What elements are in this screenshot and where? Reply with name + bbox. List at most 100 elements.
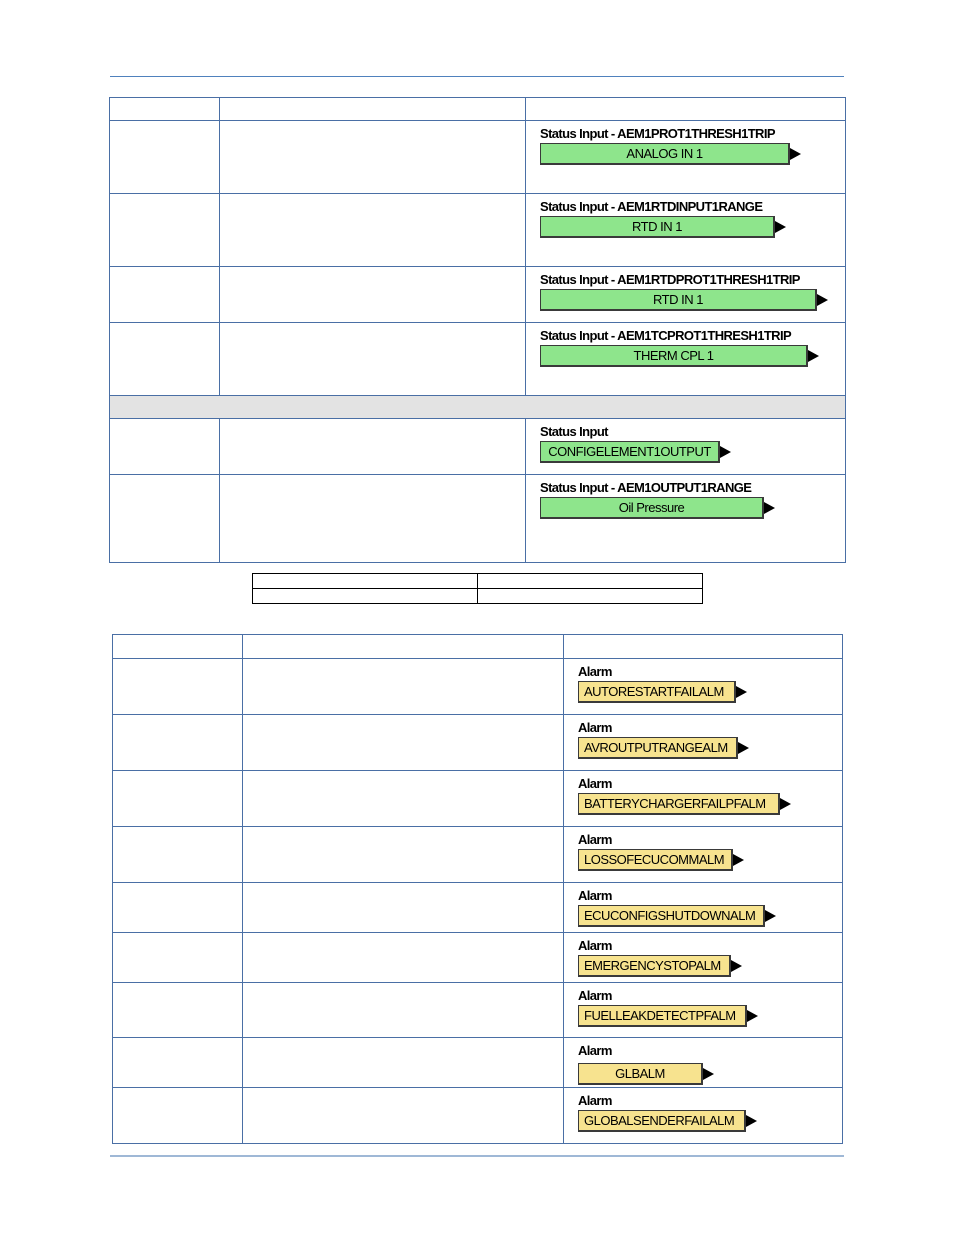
status-input-table: Status Input - AEM1PROT1THRESH1TRIP ANAL…	[109, 97, 846, 563]
logic-block-label: CONFIGELEMENT1OUTPUT	[540, 441, 720, 463]
logic-block[interactable]: Oil Pressure	[540, 497, 845, 519]
logic-symbol-cell: Alarm BATTERYCHARGERFAILPFALM	[563, 770, 843, 827]
logic-symbol-cell: Status Input - AEM1OUTPUT1RANGE Oil Pres…	[525, 474, 846, 563]
logic-block[interactable]: THERM CPL 1	[540, 345, 845, 367]
output-arrow-icon	[808, 350, 819, 362]
symbol-title: Alarm	[578, 938, 612, 953]
symbol-title: Status Input - AEM1OUTPUT1RANGE	[540, 480, 752, 495]
symbol-title: Alarm	[578, 832, 612, 847]
symbol-title: Alarm	[578, 988, 612, 1003]
alarm-block[interactable]: LOSSOFECUCOMMALM	[578, 849, 842, 871]
header-rule	[110, 76, 844, 77]
alarm-block-label: EMERGENCYSTOPALM	[578, 955, 731, 977]
output-arrow-icon	[731, 960, 742, 972]
table-row: Alarm GLBALM	[112, 1037, 843, 1088]
output-arrow-icon	[790, 148, 801, 160]
table-row: Alarm BATTERYCHARGERFAILPFALM	[112, 770, 843, 827]
table-row: Alarm LOSSOFECUCOMMALM	[112, 826, 843, 883]
output-arrow-icon	[780, 798, 791, 810]
table-row: Status Input CONFIGELEMENT1OUTPUT	[109, 418, 846, 475]
logic-symbol-cell: Status Input - AEM1TCPROT1THRESH1TRIP TH…	[525, 322, 846, 396]
alarm-table: Alarm AUTORESTARTFAILALM Alarm AVROUTPUT…	[112, 634, 843, 1144]
alarm-block-label: AUTORESTARTFAILALM	[578, 681, 736, 703]
output-arrow-icon	[738, 742, 749, 754]
table-header-row	[109, 97, 846, 121]
alarm-block-label: GLBALM	[578, 1063, 703, 1085]
symbol-title: Status Input - AEM1RTDPROT1THRESH1TRIP	[540, 272, 800, 287]
output-arrow-icon	[703, 1068, 714, 1080]
alarm-block[interactable]: BATTERYCHARGERFAILPFALM	[578, 793, 842, 815]
alarm-block-label: BATTERYCHARGERFAILPFALM	[578, 793, 780, 815]
alarm-block[interactable]: FUELLEAKDETECTPFALM	[578, 1005, 842, 1027]
logic-block-label: ANALOG IN 1	[540, 143, 790, 165]
table-row: Alarm ECUCONFIGSHUTDOWNALM	[112, 882, 843, 933]
table-row: Status Input - AEM1RTDINPUT1RANGE RTD IN…	[109, 193, 846, 267]
output-arrow-icon	[736, 686, 747, 698]
logic-symbol-cell: Alarm GLBALM	[563, 1037, 843, 1088]
symbol-title: Alarm	[578, 776, 612, 791]
output-arrow-icon	[747, 1010, 758, 1022]
logic-symbol-cell: Alarm FUELLEAKDETECTPFALM	[563, 982, 843, 1038]
table-row	[252, 573, 703, 589]
table-row: Status Input - AEM1TCPROT1THRESH1TRIP TH…	[109, 322, 846, 396]
logic-block-label: RTD IN 1	[540, 289, 817, 311]
output-arrow-icon	[720, 446, 731, 458]
table-row	[252, 588, 703, 604]
logic-symbol-cell: Status Input - AEM1PROT1THRESH1TRIP ANAL…	[525, 120, 846, 194]
symbol-title: Alarm	[578, 1043, 612, 1058]
alarm-block-label: GLOBALSENDERFAILALM	[578, 1110, 746, 1132]
alarm-block[interactable]: ECUCONFIGSHUTDOWNALM	[578, 905, 842, 927]
logic-symbol-cell: Status Input - AEM1RTDINPUT1RANGE RTD IN…	[525, 193, 846, 267]
table-row: Status Input - AEM1OUTPUT1RANGE Oil Pres…	[109, 474, 846, 563]
logic-symbol-cell: Alarm AVROUTPUTRANGEALM	[563, 714, 843, 771]
logic-symbol-cell: Alarm LOSSOFECUCOMMALM	[563, 826, 843, 883]
logic-symbol-cell: Alarm ECUCONFIGSHUTDOWNALM	[563, 882, 843, 933]
output-arrow-icon	[765, 910, 776, 922]
logic-block-label: Oil Pressure	[540, 497, 764, 519]
table-header-row	[112, 634, 843, 659]
footer-rule	[110, 1155, 844, 1157]
logic-block[interactable]: RTD IN 1	[540, 289, 845, 311]
output-arrow-icon	[817, 294, 828, 306]
alarm-block-label: FUELLEAKDETECTPFALM	[578, 1005, 747, 1027]
logic-symbol-cell: Status Input CONFIGELEMENT1OUTPUT	[525, 418, 846, 475]
output-arrow-icon	[733, 854, 744, 866]
logic-block[interactable]: CONFIGELEMENT1OUTPUT	[540, 441, 845, 463]
table-row: Alarm FUELLEAKDETECTPFALM	[112, 982, 843, 1038]
table-row: Status Input - AEM1PROT1THRESH1TRIP ANAL…	[109, 120, 846, 194]
alarm-block[interactable]: GLOBALSENDERFAILALM	[578, 1110, 842, 1132]
logic-block[interactable]: ANALOG IN 1	[540, 143, 845, 165]
table-row: Alarm AVROUTPUTRANGEALM	[112, 714, 843, 771]
symbol-title: Alarm	[578, 664, 612, 679]
symbol-title: Alarm	[578, 888, 612, 903]
logic-symbol-cell: Alarm AUTORESTARTFAILALM	[563, 658, 843, 715]
caption-table	[252, 573, 703, 604]
table-row: Alarm GLOBALSENDERFAILALM	[112, 1087, 843, 1144]
alarm-block-label: ECUCONFIGSHUTDOWNALM	[578, 905, 765, 927]
symbol-title: Alarm	[578, 720, 612, 735]
output-arrow-icon	[775, 221, 786, 233]
symbol-title: Status Input - AEM1TCPROT1THRESH1TRIP	[540, 328, 792, 343]
alarm-block[interactable]: GLBALM	[578, 1063, 842, 1085]
logic-block-label: RTD IN 1	[540, 216, 775, 238]
section-separator-row	[109, 395, 846, 419]
symbol-title: Alarm	[578, 1093, 612, 1108]
logic-symbol-cell: Status Input - AEM1RTDPROT1THRESH1TRIP R…	[525, 266, 846, 323]
table-row: Status Input - AEM1RTDPROT1THRESH1TRIP R…	[109, 266, 846, 323]
logic-symbol-cell: Alarm EMERGENCYSTOPALM	[563, 932, 843, 983]
alarm-block[interactable]: AUTORESTARTFAILALM	[578, 681, 842, 703]
alarm-block[interactable]: AVROUTPUTRANGEALM	[578, 737, 842, 759]
symbol-title: Status Input - AEM1RTDINPUT1RANGE	[540, 199, 763, 214]
table-row: Alarm EMERGENCYSTOPALM	[112, 932, 843, 983]
logic-symbol-cell: Alarm GLOBALSENDERFAILALM	[563, 1087, 843, 1144]
logic-block-label: THERM CPL 1	[540, 345, 808, 367]
table-row: Alarm AUTORESTARTFAILALM	[112, 658, 843, 715]
alarm-block-label: AVROUTPUTRANGEALM	[578, 737, 738, 759]
output-arrow-icon	[746, 1115, 757, 1127]
output-arrow-icon	[764, 502, 775, 514]
logic-block[interactable]: RTD IN 1	[540, 216, 845, 238]
symbol-title: Status Input	[540, 424, 609, 439]
alarm-block-label: LOSSOFECUCOMMALM	[578, 849, 733, 871]
alarm-block[interactable]: EMERGENCYSTOPALM	[578, 955, 842, 977]
symbol-title: Status Input - AEM1PROT1THRESH1TRIP	[540, 126, 776, 141]
